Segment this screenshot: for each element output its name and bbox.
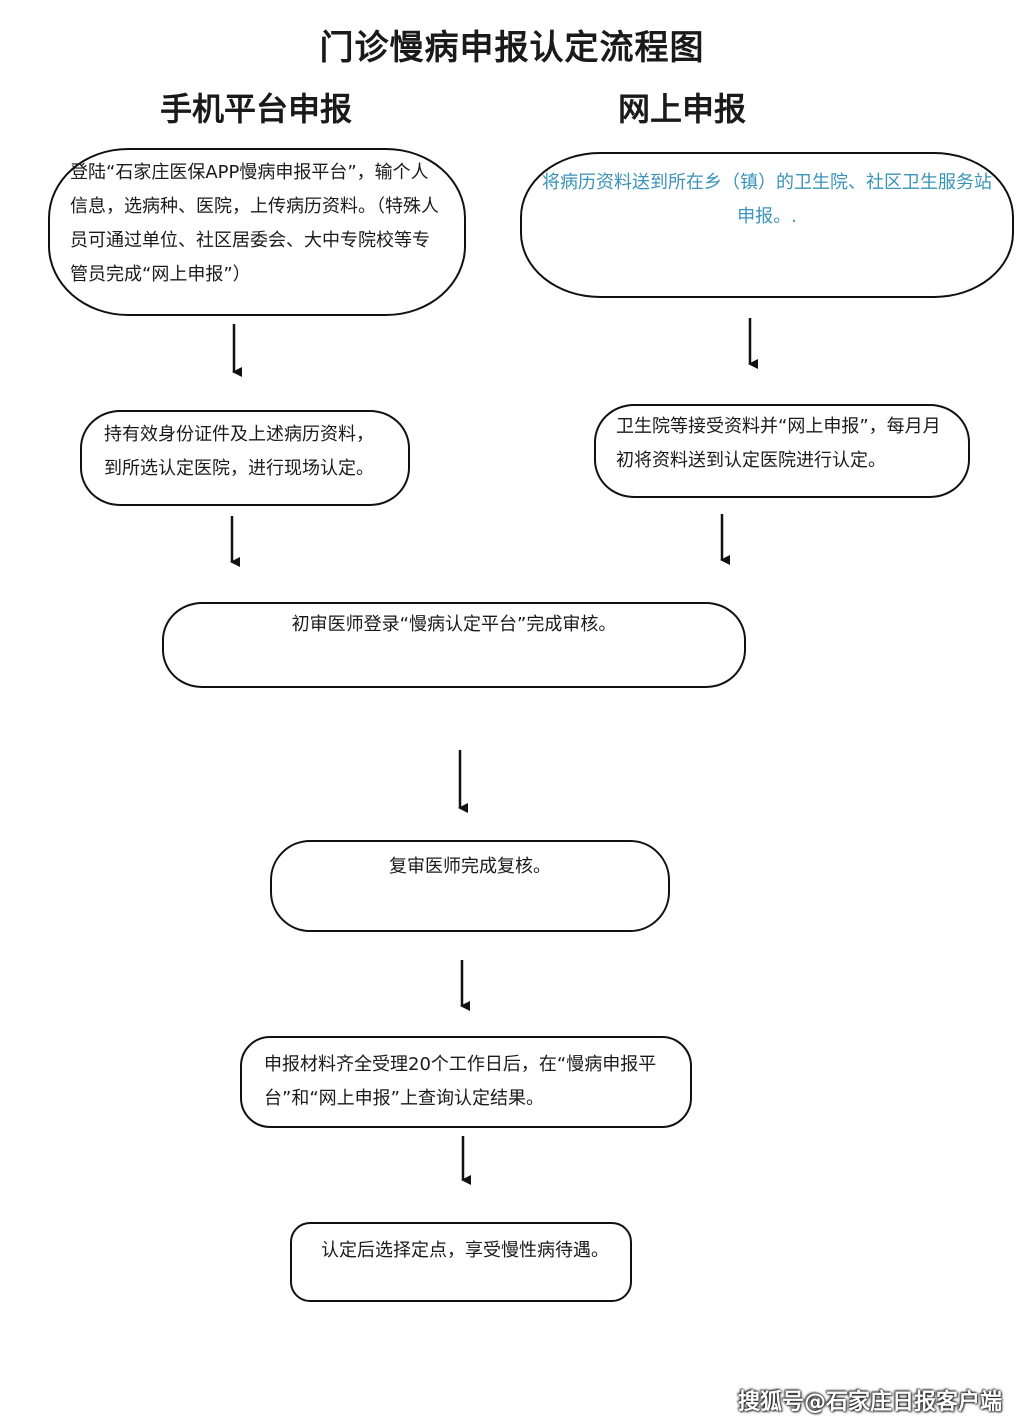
step-box-clinic-online-report: 卫生院等接受资料并“网上申报”，每月月初将资料送到认定医院进行认定。 — [594, 404, 970, 498]
step-text: 将病历资料送到所在乡（镇）的卫生院、社区卫生服务站申报。. — [542, 172, 992, 227]
step-text: 申报材料齐全受理20个工作日后，在“慢病申报平台”和“网上申报”上查询认定结果。 — [264, 1054, 657, 1109]
step-text: 卫生院等接受资料并“网上申报”，每月月初将资料送到认定医院进行认定。 — [616, 416, 941, 471]
step-text: 复审医师完成复核。 — [389, 856, 551, 877]
step-box-initial-review: 初审医师登录“慢病认定平台”完成审核。 — [162, 602, 746, 688]
step-box-onsite-verify: 持有效身份证件及上述病历资料，到所选认定医院，进行现场认定。 — [80, 410, 410, 506]
step-text: 认定后选择定点，享受慢性病待遇。 — [321, 1240, 609, 1261]
step-text: 持有效身份证件及上述病历资料，到所选认定医院，进行现场认定。 — [104, 424, 374, 479]
step-box-query-result: 申报材料齐全受理20个工作日后，在“慢病申报平台”和“网上申报”上查询认定结果。 — [240, 1036, 692, 1128]
column-header-mobile: 手机平台申报 — [160, 90, 353, 128]
step-text: 登陆“石家庄医保APP慢病申报平台”，输个人信息，选病种、医院，上传病历资料。（… — [70, 162, 439, 285]
watermark: 搜狐号@石家庄日报客户端 — [737, 1390, 1002, 1415]
column-header-online: 网上申报 — [618, 90, 747, 128]
step-box-submit-clinic: 将病历资料送到所在乡（镇）的卫生院、社区卫生服务站申报。. — [520, 152, 1014, 298]
step-box-designated-point: 认定后选择定点，享受慢性病待遇。 — [290, 1222, 632, 1302]
step-text: 初审医师登录“慢病认定平台”完成审核。 — [291, 614, 617, 635]
step-box-secondary-review: 复审医师完成复核。 — [270, 840, 670, 932]
diagram-title: 门诊慢病申报认定流程图 — [319, 28, 705, 68]
step-box-mobile-login: 登陆“石家庄医保APP慢病申报平台”，输个人信息，选病种、医院，上传病历资料。（… — [48, 148, 466, 316]
